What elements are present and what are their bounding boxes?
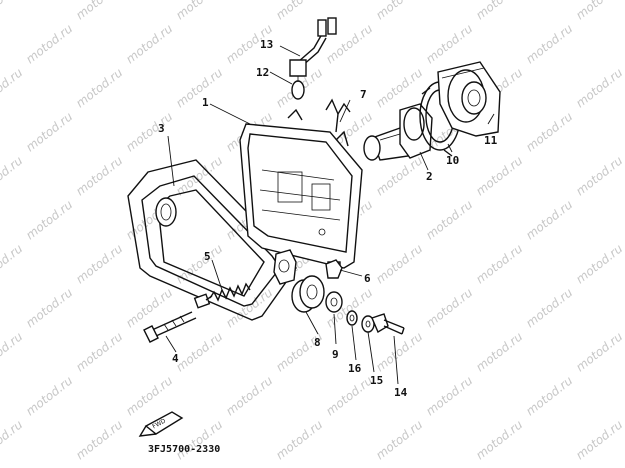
- watermark-text: motod.ru: [423, 285, 475, 330]
- watermark-text: motod.ru: [523, 21, 575, 66]
- diagram-code: 3FJ5700-2330: [148, 444, 220, 455]
- watermark-text: motod.ru: [573, 241, 625, 286]
- watermark-text: motod.ru: [523, 109, 575, 154]
- watermark-text: motod.ru: [573, 417, 625, 462]
- watermark-text: motod.ru: [373, 241, 425, 286]
- watermark-text: motod.ru: [23, 197, 75, 242]
- watermark-text: motod.ru: [523, 373, 575, 418]
- watermark-text: motod.ru: [273, 417, 325, 462]
- watermark-text: motod.ru: [173, 0, 225, 22]
- callout-7: 7: [360, 88, 367, 101]
- watermark-text: motod.ru: [173, 417, 225, 462]
- watermark-text: motod.ru: [23, 21, 75, 66]
- watermark-text: motod.ru: [473, 329, 525, 374]
- forward-direction-mark: FWD: [138, 411, 184, 437]
- watermark-text: motod.ru: [173, 241, 225, 286]
- mounting-bracket: [273, 249, 297, 285]
- watermark-text: motod.ru: [373, 329, 425, 374]
- watermark-text: motod.ru: [173, 329, 225, 374]
- watermark-text: motod.ru: [423, 373, 475, 418]
- leader-lines: [165, 45, 495, 385]
- watermark-text: motod.ru: [573, 0, 625, 22]
- washer: [325, 291, 343, 313]
- watermark-text: motod.ru: [173, 153, 225, 198]
- callout-labels: 1 2 3 4 5 6 7 8 9 10 11 12 13 15 16 14: [158, 38, 498, 399]
- watermark-text: motod.ru: [123, 109, 175, 154]
- watermark-text: motod.ru: [473, 417, 525, 462]
- watermark-text: motod.ru: [223, 373, 275, 418]
- callout-15: 15: [370, 374, 383, 387]
- watermark-text: motod.ru: [423, 21, 475, 66]
- watermark-text: motod.ru: [23, 109, 75, 154]
- watermark-text: motod.ru: [573, 153, 625, 198]
- watermark-text: motod.ru: [73, 153, 125, 198]
- watermark-text: motod.ru: [0, 241, 26, 286]
- watermark-text: motod.ru: [0, 0, 26, 22]
- callout-13: 13: [260, 38, 273, 51]
- nut: [325, 259, 343, 279]
- bolt: [371, 313, 405, 335]
- bulb-cover: [437, 61, 501, 137]
- spring-washer: [346, 310, 358, 326]
- watermark-text: motod.ru: [173, 65, 225, 110]
- callout-6: 6: [364, 272, 371, 285]
- watermark-text: motod.ru: [23, 373, 75, 418]
- watermark-text: motod.ru: [73, 329, 125, 374]
- callout-5: 5: [204, 250, 211, 263]
- watermark-text: motod.ru: [73, 417, 125, 462]
- watermark-text: motod.ru: [273, 0, 325, 22]
- watermark-text: motod.ru: [473, 153, 525, 198]
- headlight-bulb: [363, 103, 433, 161]
- watermark-text: motod.ru: [423, 197, 475, 242]
- watermark-text: motod.ru: [123, 373, 175, 418]
- watermark-text: motod.ru: [523, 197, 575, 242]
- watermark-text: motod.ru: [523, 285, 575, 330]
- watermark-text: motod.ru: [0, 65, 26, 110]
- headlight-rim: [127, 159, 297, 321]
- watermark-text: motod.ru: [323, 373, 375, 418]
- watermark-text: motod.ru: [573, 329, 625, 374]
- grommet: [291, 275, 325, 313]
- watermark-text: motod.ru: [0, 153, 26, 198]
- callout-3: 3: [158, 122, 165, 135]
- headlight-unit: [239, 108, 363, 273]
- callout-8: 8: [314, 336, 321, 349]
- watermark-text: motod.ru: [473, 0, 525, 22]
- callout-14: 14: [394, 386, 408, 399]
- watermark-text: motod.ru: [73, 241, 125, 286]
- watermark-text: motod.ru: [23, 285, 75, 330]
- watermark-text: motod.ru: [373, 0, 425, 22]
- watermark-text: motod.ru: [373, 417, 425, 462]
- callout-4: 4: [172, 352, 179, 365]
- callout-10: 10: [446, 154, 459, 167]
- callout-1: 1: [202, 96, 209, 109]
- adjusting-spring: [205, 282, 251, 302]
- watermark-text: motod.ru: [473, 241, 525, 286]
- watermark-text: motod.ru: [123, 21, 175, 66]
- callout-11: 11: [484, 134, 498, 147]
- watermark-text: motod.ru: [373, 65, 425, 110]
- pilot-socket-and-bulb: [289, 17, 337, 100]
- callout-9: 9: [332, 348, 339, 361]
- watermark-text: motod.ru: [573, 65, 625, 110]
- watermark-text: motod.ru: [73, 0, 125, 22]
- callout-12: 12: [256, 66, 269, 79]
- watermark-text: motod.ru: [0, 329, 26, 374]
- watermark-text: motod.ru: [0, 417, 26, 462]
- callout-16: 16: [348, 362, 362, 375]
- watermark-text: motod.ru: [73, 65, 125, 110]
- callout-2: 2: [426, 170, 433, 183]
- adjusting-screw: [143, 311, 197, 343]
- clip: [325, 98, 351, 133]
